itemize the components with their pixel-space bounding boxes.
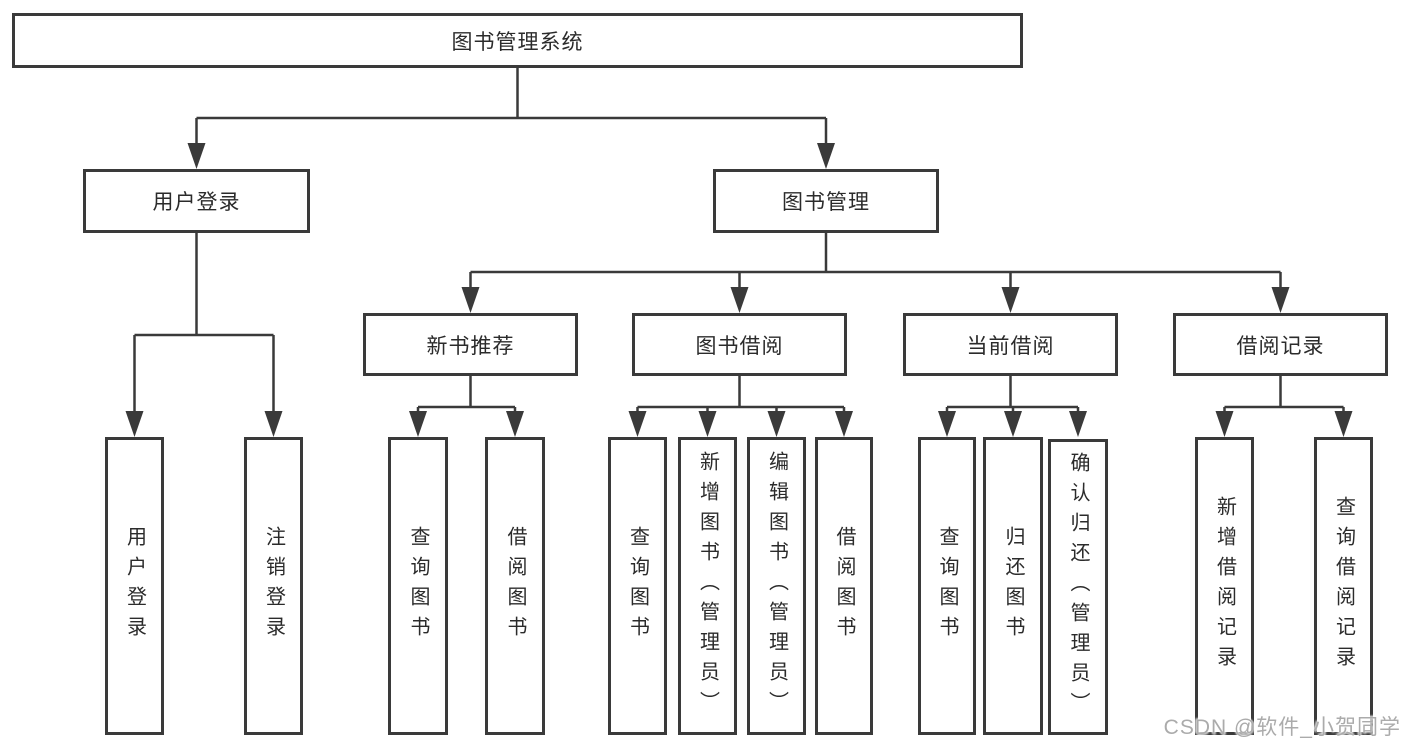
node-label: 借阅图书 — [504, 526, 526, 646]
node-borrow-books-leaf: 借阅图书 — [815, 437, 873, 735]
node-label: 查询借阅记录 — [1332, 496, 1355, 676]
node-edit-books-admin: 编辑图书（管理员） — [747, 437, 806, 735]
node-book-borrowing: 图书借阅 — [632, 313, 847, 376]
node-label: 当前借阅 — [966, 334, 1055, 358]
node-book-management: 图书管理 — [713, 169, 939, 233]
node-new-book-recommendation: 新书推荐 — [363, 313, 578, 376]
node-label: 确认归还（管理员） — [1067, 452, 1089, 722]
node-query-borrow-record: 查询借阅记录 — [1314, 437, 1373, 735]
node-label: 借阅图书 — [833, 526, 855, 646]
node-add-books-admin: 新增图书（管理员） — [678, 437, 737, 735]
node-query-books-current: 查询图书 — [918, 437, 976, 735]
node-confirm-return-admin: 确认归还（管理员） — [1048, 439, 1108, 735]
node-return-books: 归还图书 — [983, 437, 1043, 735]
arrowhead-icons — [125, 143, 1353, 437]
node-label: 查询图书 — [936, 526, 958, 646]
node-label: 图书管理系统 — [451, 30, 584, 54]
node-logout: 注销登录 — [244, 437, 303, 735]
node-query-books-borrow: 查询图书 — [608, 437, 667, 735]
node-user-login: 用户登录 — [83, 169, 310, 233]
node-query-books-recommend: 查询图书 — [388, 437, 448, 735]
node-label: 用户登录 — [152, 191, 241, 214]
node-label: 用户登录 — [123, 526, 146, 646]
node-current-borrowing: 当前借阅 — [903, 313, 1118, 376]
node-label: 新增借阅记录 — [1213, 496, 1236, 676]
node-label: 编辑图书（管理员） — [765, 451, 788, 721]
node-label: 归还图书 — [1002, 526, 1024, 646]
node-label: 新书推荐 — [426, 334, 515, 358]
node-label: 注销登录 — [262, 526, 285, 646]
node-label: 图书管理 — [782, 191, 870, 214]
node-label: 借阅记录 — [1236, 334, 1325, 358]
node-label: 新增图书（管理员） — [696, 451, 719, 721]
node-add-borrow-record: 新增借阅记录 — [1195, 437, 1254, 735]
watermark: CSDN @软件_小贺同学 — [1163, 716, 1401, 739]
node-library-management-system: 图书管理系统 — [12, 13, 1023, 68]
node-borrow-books-recommend: 借阅图书 — [485, 437, 545, 735]
node-borrowing-records: 借阅记录 — [1173, 313, 1388, 376]
node-user-login-leaf: 用户登录 — [105, 437, 164, 735]
node-label: 图书借阅 — [695, 334, 784, 358]
node-label: 查询图书 — [407, 526, 429, 646]
node-label: 查询图书 — [626, 526, 649, 646]
